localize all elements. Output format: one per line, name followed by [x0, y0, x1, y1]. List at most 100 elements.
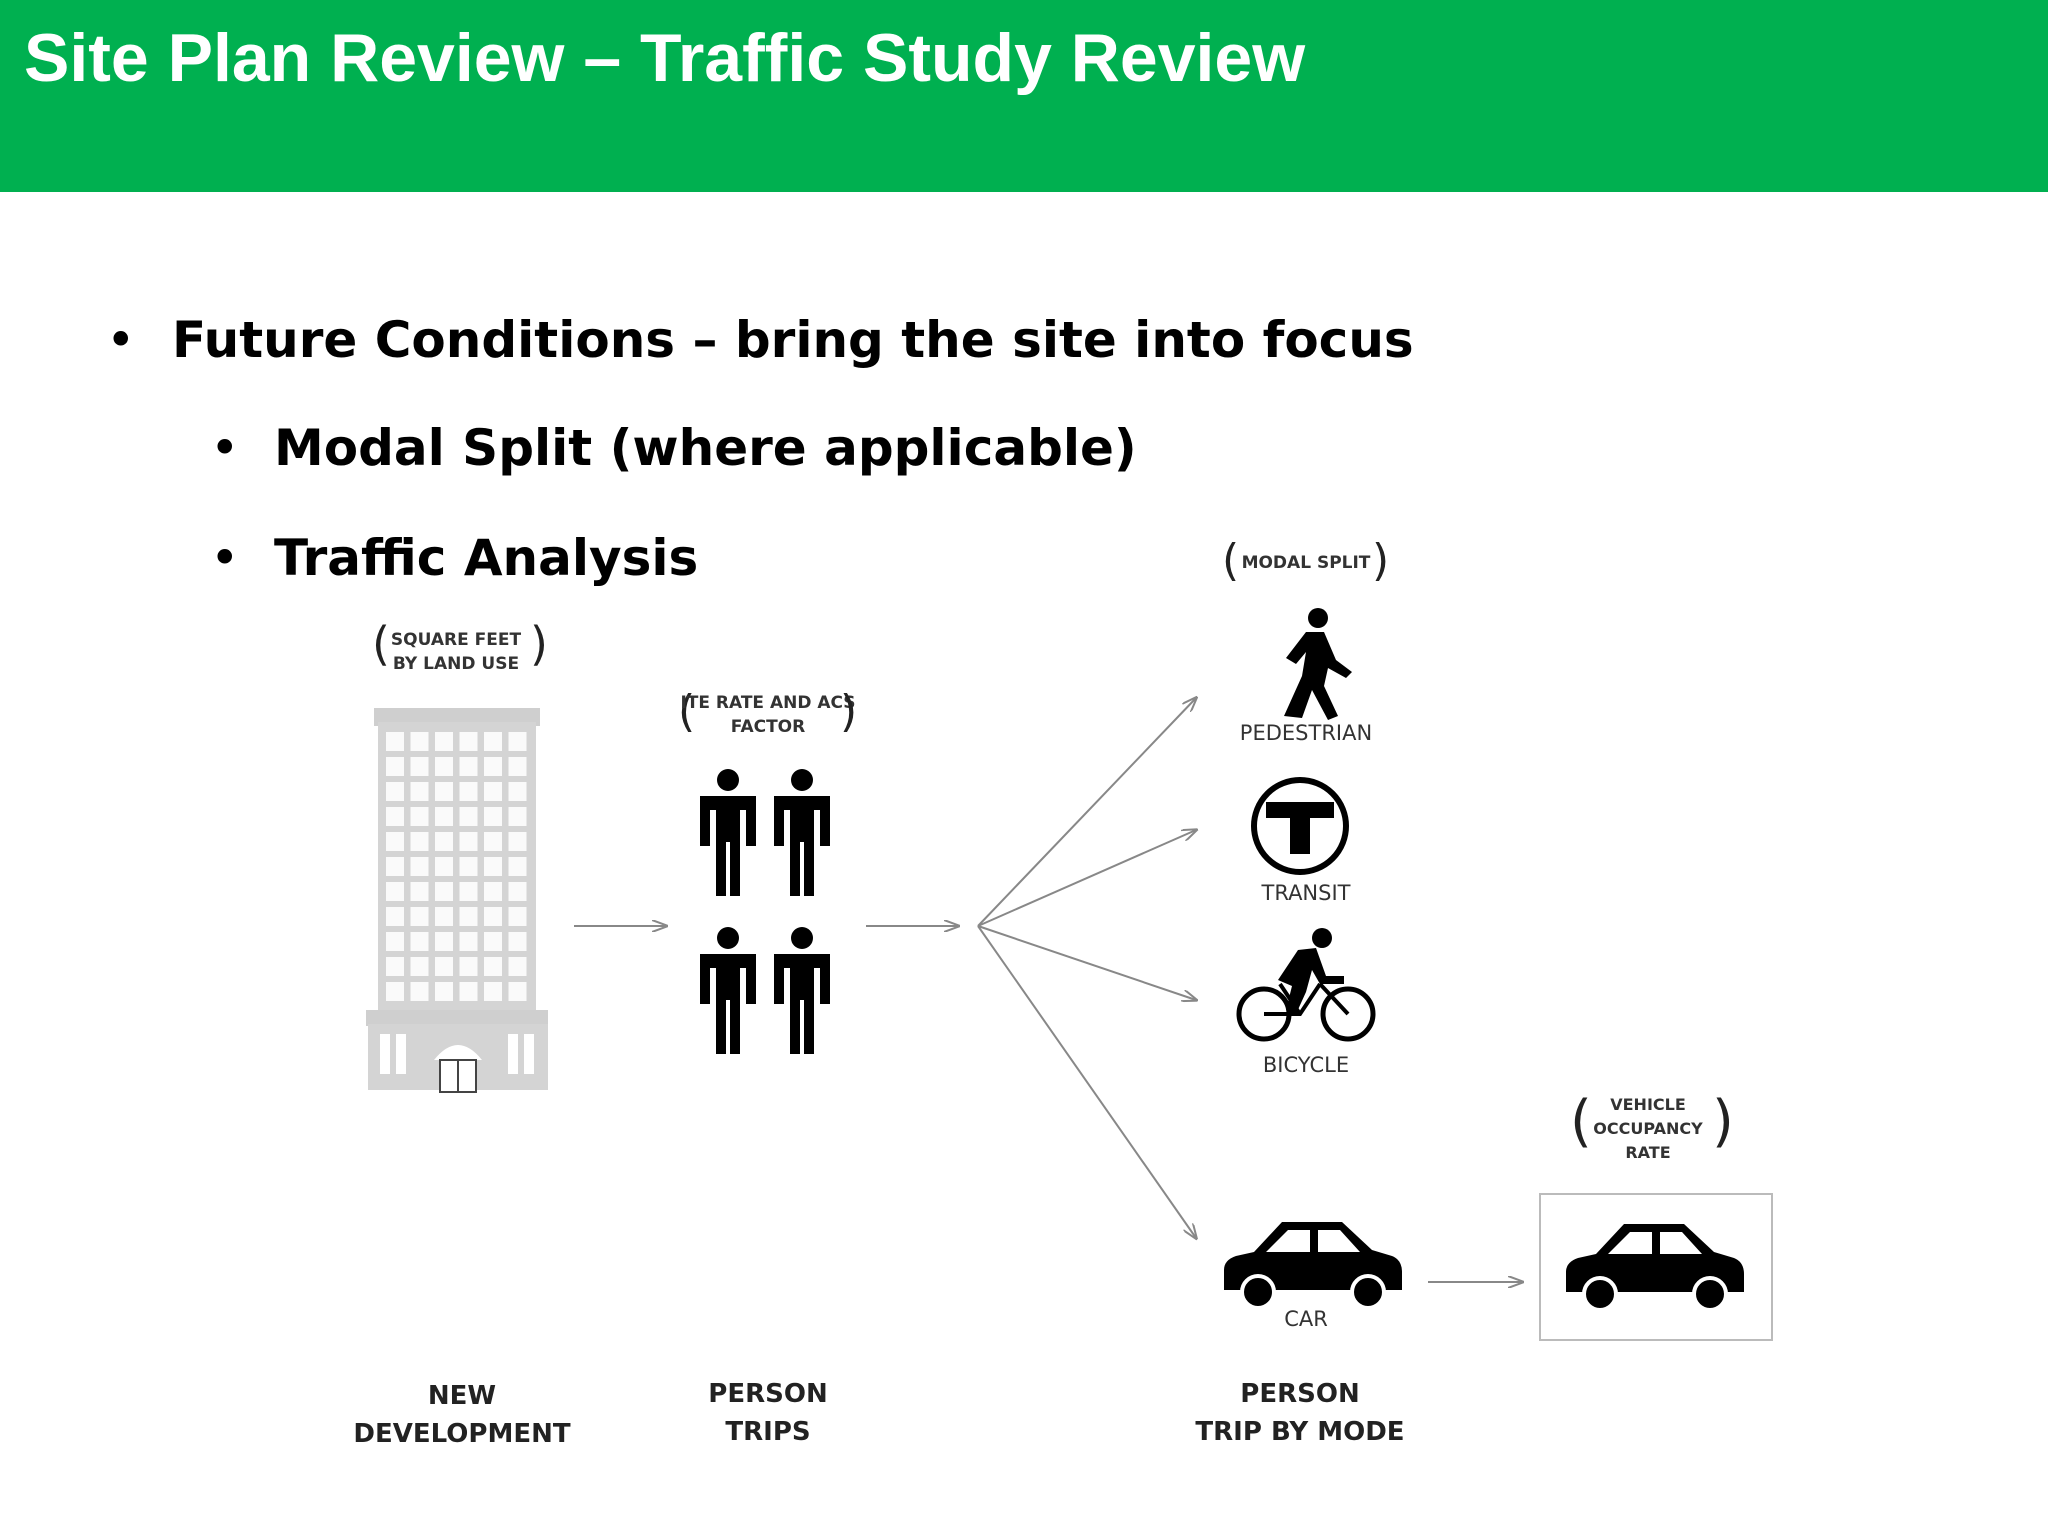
bicycle-icon: [1236, 928, 1376, 1042]
flow-arrow: [977, 830, 1196, 927]
transit-icon: [1251, 777, 1349, 875]
person-icon: [774, 769, 830, 896]
building-window: [410, 782, 429, 801]
building-window: [459, 732, 478, 751]
slide-title: Site Plan Review – Traffic Study Review: [24, 20, 1306, 96]
factor-line: SQUARE FEET: [391, 630, 522, 650]
building-window: [459, 907, 478, 926]
building-window: [459, 957, 478, 976]
building-window: [459, 982, 478, 1001]
bullet-traffic-analysis: • Traffic Analysis: [210, 526, 698, 590]
stage-person-trip-by-mode: PERSON TRIP BY MODE: [1195, 1379, 1404, 1447]
mode-label-car: CAR: [1284, 1307, 1328, 1331]
paren-close: ): [840, 686, 857, 737]
building-window: [459, 857, 478, 876]
building-window: [386, 732, 404, 751]
bullet-dot: •: [210, 529, 240, 587]
building-window: [386, 882, 404, 901]
building-window: [484, 757, 502, 776]
flow-arrow: [977, 925, 1196, 1000]
building-window: [484, 882, 502, 901]
factor-line: VEHICLE: [1610, 1095, 1686, 1114]
stage-line: TRIP BY MODE: [1195, 1417, 1404, 1447]
building-window: [435, 857, 453, 876]
vehicle-occupancy-factor: ( VEHICLE OCCUPANCY RATE ): [1570, 1089, 1734, 1162]
paren-close: ): [530, 617, 548, 671]
stage-person-trips: PERSON TRIPS: [708, 1379, 827, 1447]
paren-open: (: [678, 686, 695, 737]
building-window: [508, 732, 527, 751]
person-icon: [700, 769, 756, 896]
building-window: [386, 807, 404, 826]
building-window: [459, 757, 478, 776]
person-trips-icon: [700, 769, 830, 1054]
building-window: [484, 857, 502, 876]
building-window: [410, 732, 429, 751]
paren-close: ): [1372, 535, 1389, 586]
stage-line: PERSON: [1240, 1379, 1359, 1409]
stage-line: DEVELOPMENT: [353, 1419, 570, 1449]
building-window: [459, 782, 478, 801]
factor-line: OCCUPANCY: [1593, 1119, 1703, 1138]
building-window: [459, 807, 478, 826]
building-window: [484, 807, 502, 826]
building-window: [484, 932, 502, 951]
factor-line: MODAL SPLIT: [1242, 553, 1371, 573]
building-window: [410, 857, 429, 876]
building-window: [410, 907, 429, 926]
factor-line: BY LAND USE: [393, 654, 519, 674]
building-window: [435, 907, 453, 926]
factor-line: ITE RATE AND ACS: [680, 693, 855, 713]
building-icon: [366, 708, 548, 1093]
building-window: [435, 732, 453, 751]
building-window: [410, 757, 429, 776]
bullet-dot: •: [210, 419, 240, 477]
building-window: [508, 857, 527, 876]
flow-arrow: [977, 925, 1196, 1238]
building-window: [386, 757, 404, 776]
car-icon: [1222, 1220, 1404, 1310]
building-window: [459, 882, 478, 901]
mode-label-transit: TRANSIT: [1261, 881, 1351, 905]
building-window: [484, 907, 502, 926]
building-window: [435, 957, 453, 976]
building-window: [484, 782, 502, 801]
building-window: [386, 832, 404, 851]
building-window: [484, 732, 502, 751]
building-window: [435, 982, 453, 1001]
building-window: [410, 957, 429, 976]
bullet-modal-split: • Modal Split (where applicable): [210, 416, 1137, 480]
building-window: [386, 782, 404, 801]
bullet-text: Modal Split (where applicable): [274, 419, 1137, 477]
building-window: [508, 882, 527, 901]
building-window: [508, 807, 527, 826]
bullet-text: Traffic Analysis: [274, 529, 699, 587]
person-icon: [774, 927, 830, 1054]
building-window: [386, 932, 404, 951]
building-window: [410, 882, 429, 901]
building-window: [508, 907, 527, 926]
building-window: [508, 982, 527, 1001]
building-window: [435, 757, 453, 776]
building-window: [410, 807, 429, 826]
building-window: [435, 782, 453, 801]
mode-label-bicycle: BICYCLE: [1263, 1053, 1349, 1077]
bullet-future-conditions: •Future Conditions – bring the site into…: [106, 308, 1414, 372]
person-icon: [700, 927, 756, 1054]
bullet-text: Future Conditions – bring the site into …: [172, 311, 1414, 369]
building-window: [484, 957, 502, 976]
building-window: [435, 882, 453, 901]
building-window: [459, 932, 478, 951]
stage-new-development: NEW DEVELOPMENT: [353, 1381, 570, 1449]
paren-open: (: [1570, 1089, 1592, 1154]
building-window: [435, 832, 453, 851]
building-window: [484, 832, 502, 851]
stage-line: PERSON: [708, 1379, 827, 1409]
modal-split-factor: ( MODAL SPLIT ): [1222, 535, 1389, 586]
stage-line: NEW: [428, 1381, 496, 1411]
building-window: [508, 757, 527, 776]
paren-open: (: [372, 617, 390, 671]
building-window: [386, 982, 404, 1001]
building-window: [386, 857, 404, 876]
